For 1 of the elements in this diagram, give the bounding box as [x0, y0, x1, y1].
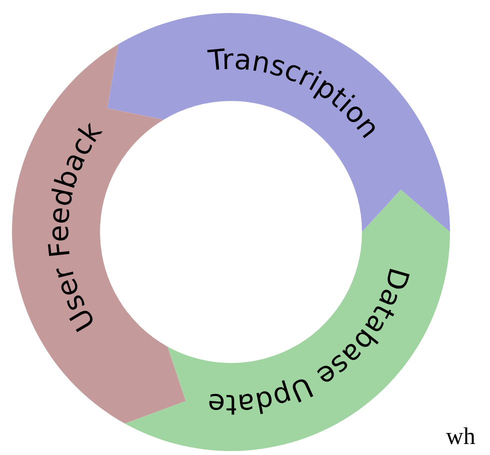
note-text: wh: [446, 424, 476, 451]
